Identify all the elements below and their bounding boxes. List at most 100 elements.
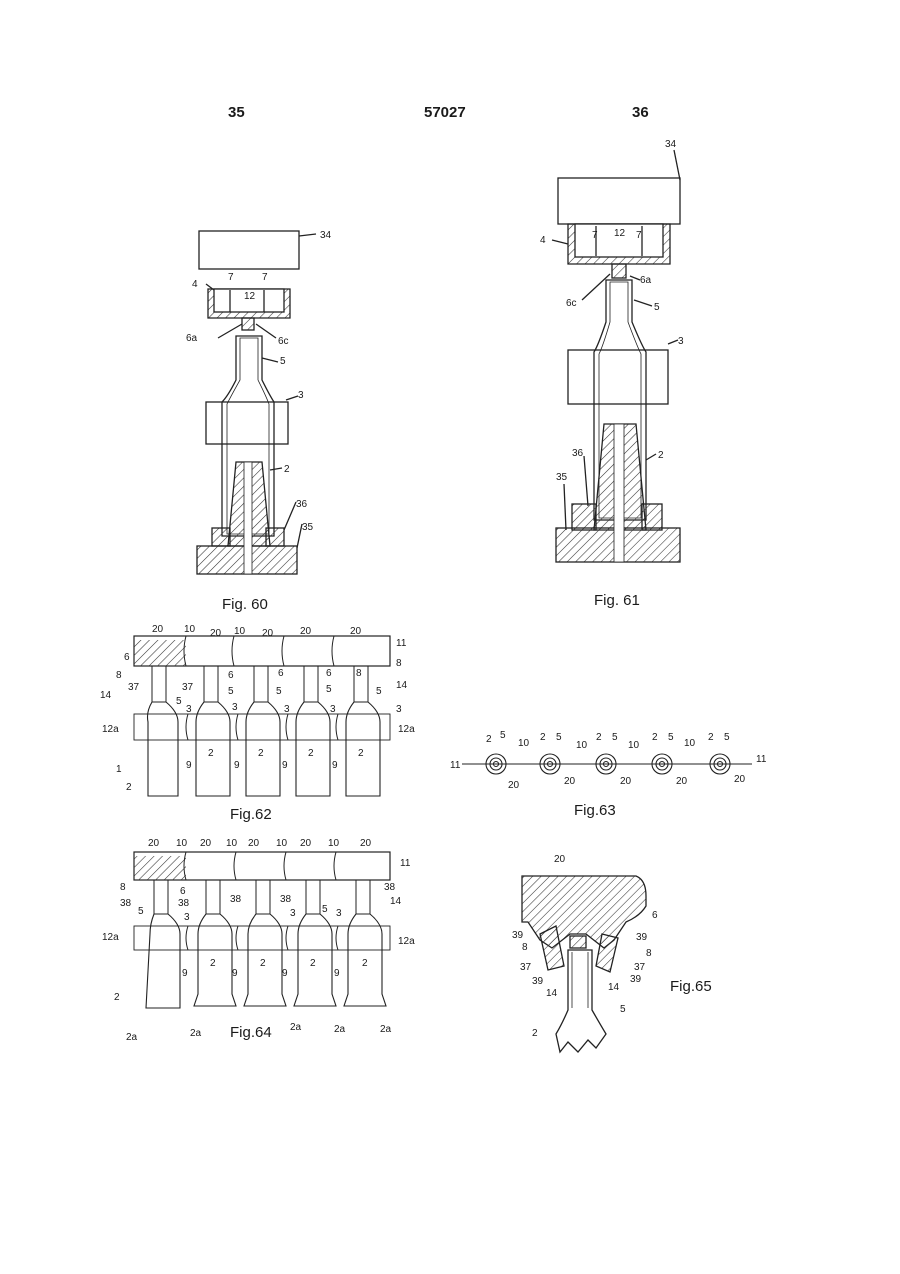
fig63-label: 20 (508, 780, 520, 791)
fig64-collar-strip (134, 926, 390, 950)
fig63-label: 20 (734, 774, 746, 785)
fig63-label: 11 (756, 754, 767, 765)
fig65-label: 20 (554, 854, 566, 865)
fig63-label: 2 (486, 734, 492, 745)
fig65-label: 14 (608, 982, 620, 993)
fig60-label: 6c (278, 336, 289, 347)
fig63-label: 11 (450, 760, 461, 771)
fig62-label: 8 (356, 668, 362, 679)
fig62-label: 37 (128, 682, 140, 693)
fig62-label: 9 (234, 760, 240, 771)
fig60-label: 34 (320, 230, 332, 241)
fig63-label: 10 (684, 738, 696, 749)
fig64-label: 5 (138, 906, 144, 917)
fig63-label: 5 (668, 732, 674, 743)
fig62-label: 14 (100, 690, 112, 701)
fig64-label: 38 (280, 894, 292, 905)
fig62-label: 2 (308, 748, 314, 759)
fig64-label: 10 (276, 838, 288, 849)
fig62-label: 6 (124, 652, 130, 663)
figure-61 (552, 150, 680, 562)
fig62-label: 20 (350, 626, 362, 637)
fig64-label: 2 (260, 958, 266, 969)
fig61-ring-36 (572, 504, 596, 530)
fig63-label: 10 (518, 738, 530, 749)
fig63-label: 10 (628, 740, 640, 751)
figure-64 (134, 852, 390, 1008)
fig60-label: 3 (298, 390, 304, 401)
fig60-ring-36 (212, 528, 230, 546)
fig64-label: 38 (384, 882, 396, 893)
fig64-label: 10 (226, 838, 238, 849)
fig65-label: 37 (520, 962, 532, 973)
fig65-label: 8 (522, 942, 528, 953)
fig64-label: 2 (310, 958, 316, 969)
fig61-collar-3 (568, 350, 668, 404)
fig64-hatched-cap-20 (134, 856, 186, 880)
fig64-label: 2a (380, 1024, 392, 1035)
fig63-label: 20 (676, 776, 688, 787)
fig62-label: 5 (176, 696, 182, 707)
fig61-label: 7 (636, 230, 642, 241)
fig64-label: 38 (178, 898, 190, 909)
fig64-label: 2a (190, 1028, 202, 1039)
fig65-label: 39 (512, 930, 524, 941)
fig63-caption: Fig.63 (574, 802, 616, 819)
fig62-label: 8 (116, 670, 122, 681)
fig64-label: 20 (360, 838, 372, 849)
fig64-label: 10 (328, 838, 340, 849)
fig62-label: 3 (232, 702, 238, 713)
fig64-label: 20 (200, 838, 212, 849)
fig60-label: 5 (280, 356, 286, 367)
fig64-label: 3 (290, 908, 296, 919)
fig64-label: 12a (102, 932, 119, 943)
fig64-label: 20 (248, 838, 260, 849)
fig65-label: 6 (652, 910, 658, 921)
fig62-label: 20 (152, 624, 164, 635)
fig62-label: 20 (262, 628, 274, 639)
fig65-label: 5 (620, 1004, 626, 1015)
fig64-label: 2a (126, 1032, 138, 1043)
figure-63-labels: 2 5 2 5 2 5 2 5 2 5 10 10 10 10 11 11 20… (450, 730, 767, 791)
fig65-label: 39 (630, 974, 642, 985)
fig62-label: 5 (326, 684, 332, 695)
fig64-label: 38 (230, 894, 242, 905)
fig64-label: 20 (300, 838, 312, 849)
fig62-label: 5 (376, 686, 382, 697)
fig61-label: 6a (640, 275, 652, 286)
fig61-label: 12 (614, 228, 626, 239)
figure-65 (522, 876, 646, 1052)
fig64-label: 9 (334, 968, 340, 979)
fig62-hatched-cap-20 (134, 640, 186, 666)
fig60-label: 7 (228, 272, 234, 283)
fig61-label: 6c (566, 298, 577, 309)
fig62-label: 2 (258, 748, 264, 759)
fig61-label: 34 (665, 139, 677, 150)
fig60-caption: Fig. 60 (222, 596, 268, 613)
fig65-label: 14 (546, 988, 558, 999)
fig65-label: 2 (532, 1028, 538, 1039)
fig64-label: 2a (334, 1024, 346, 1035)
fig60-block-34 (199, 231, 299, 269)
fig61-label: 3 (678, 336, 684, 347)
fig63-label: 5 (556, 732, 562, 743)
fig64-label: 10 (176, 838, 188, 849)
fig64-label: 3 (336, 908, 342, 919)
fig62-label: 9 (332, 760, 338, 771)
fig65-caption: Fig.65 (670, 978, 712, 995)
fig62-label: 3 (396, 704, 402, 715)
fig64-caption: Fig.64 (230, 1024, 272, 1041)
fig62-label: 5 (228, 686, 234, 697)
figure-63 (462, 754, 752, 774)
fig64-label: 6 (180, 886, 186, 897)
fig60-label: 4 (192, 279, 198, 290)
fig62-collar-strip (134, 714, 390, 740)
fig63-label: 20 (564, 776, 576, 787)
fig64-label: 2 (114, 992, 120, 1003)
fig62-label: 9 (186, 760, 192, 771)
fig62-label: 10 (234, 626, 246, 637)
fig60-label: 7 (262, 272, 268, 283)
fig62-label: 3 (330, 704, 336, 715)
fig61-label: 36 (572, 448, 584, 459)
